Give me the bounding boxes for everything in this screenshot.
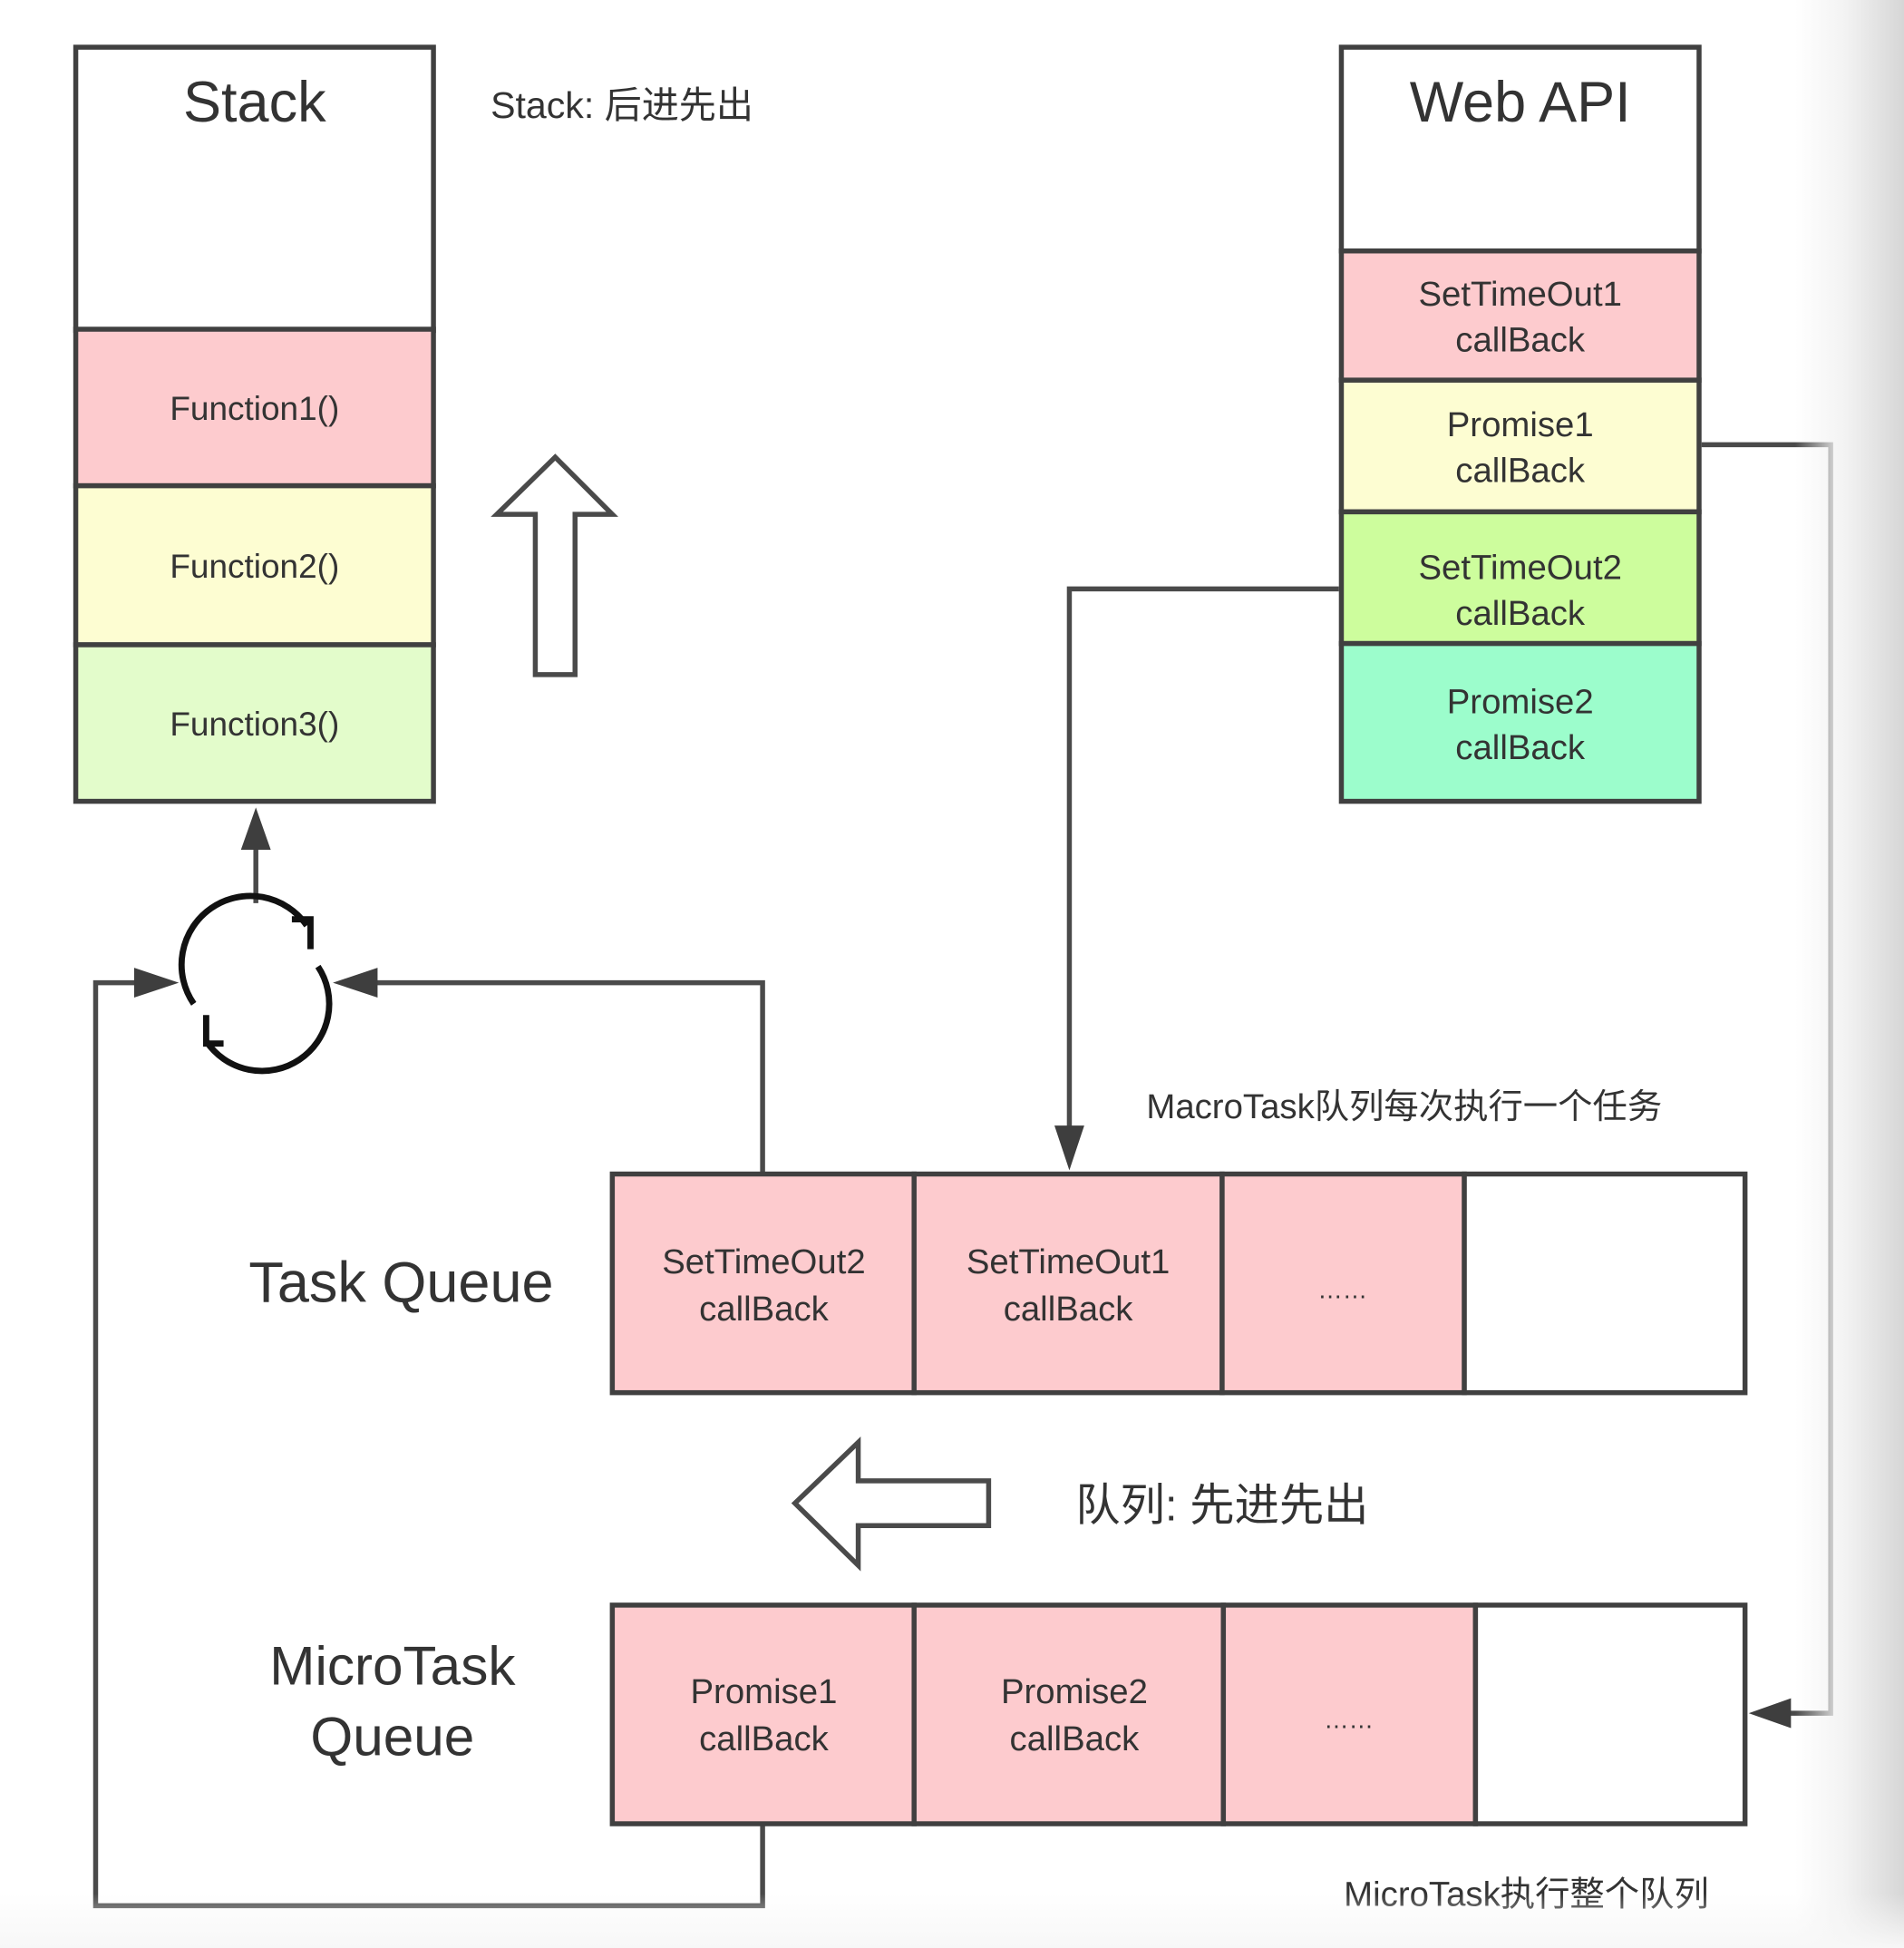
event-loop-refresh-cycle-icon <box>178 892 333 1075</box>
task-queue-entry-arrowhead-icon <box>1054 1125 1084 1171</box>
web-api-item-4 <box>1338 640 1702 804</box>
microtask-queue-cell-2-line1: Promise2 <box>1001 1672 1148 1711</box>
task-queue-cell-3-ellipsis: …… <box>1317 1276 1367 1304</box>
web-api-item-1 <box>1338 248 1702 383</box>
task-queue-cell-2 <box>911 1171 1225 1396</box>
queue-fifo-note: 队列: 先进先出 <box>1075 1481 1368 1531</box>
microtask-queue-entry-arrowhead-icon <box>1748 1698 1792 1729</box>
page-bottom-shadow <box>0 1894 1904 1948</box>
web-api-item-2-line1: Promise1 <box>1447 405 1594 444</box>
microtask-queue-cell-2-line2: callBack <box>1010 1719 1141 1758</box>
microtask-queue-cell-1-line2: callBack <box>699 1719 830 1758</box>
web-api-item-4-line2: callBack <box>1455 728 1586 767</box>
task-queue-cell-1-line2: callBack <box>699 1290 830 1329</box>
web-api-item-4-line1: Promise2 <box>1447 682 1594 721</box>
task-queue-cell-empty <box>1462 1171 1748 1396</box>
microtask-queue-label-line2: Queue <box>310 1706 474 1768</box>
microtask-queue-label-line1: MicroTask <box>269 1635 516 1697</box>
web-api-item-2-line2: callBack <box>1455 452 1586 491</box>
microtask-queue-cell-3 <box>1220 1602 1479 1826</box>
stack-header-box <box>73 44 436 334</box>
page-edge-shadow <box>1795 0 1904 1948</box>
queue-direction-left-arrow-icon <box>791 1437 992 1572</box>
task-queue-cell-2-line1: SetTimeOut1 <box>967 1242 1170 1281</box>
task-queue-cell-1 <box>609 1171 917 1396</box>
microtask-queue-cell-1 <box>609 1602 917 1826</box>
push-direction-up-arrow-icon <box>491 453 618 677</box>
microtask-queue-cell-1-line1: Promise1 <box>690 1672 837 1711</box>
task-queue-cell-1-line1: SetTimeOut2 <box>662 1242 865 1281</box>
web-api-item-3 <box>1338 509 1702 647</box>
web-api-item-1-line2: callBack <box>1455 321 1586 360</box>
web-api-item-3-line2: callBack <box>1455 594 1586 633</box>
web-api-item-1-line1: SetTimeOut1 <box>1418 275 1621 314</box>
microtask-queue-cell-2 <box>911 1602 1227 1826</box>
stack-title: Stack <box>183 71 326 134</box>
microtask-queue-cell-3-ellipsis: …… <box>1324 1706 1374 1734</box>
settimeout-to-task-queue-connector <box>1066 586 1339 1137</box>
task-queue-label: Task Queue <box>248 1252 553 1315</box>
stack-frame-1-label: Function1() <box>170 390 339 427</box>
web-api-container: Web API SetTimeOut1 callBack Promise1 ca… <box>1338 44 1702 804</box>
web-api-item-2 <box>1338 377 1702 515</box>
task-queue: SetTimeOut2 callBack SetTimeOut1 callBac… <box>609 1171 1748 1396</box>
macrotask-note: MacroTask队列每次执行一个任务 <box>1146 1087 1662 1126</box>
stack-frame-2-label: Function2() <box>170 548 339 585</box>
web-api-item-3-line1: SetTimeOut2 <box>1418 548 1621 587</box>
microtask-queue: Promise1 callBack Promise2 callBack …… <box>609 1602 1748 1826</box>
stack-container: Stack Function1() Function2() Function3(… <box>73 44 436 804</box>
stack-frame-3 <box>73 642 436 804</box>
task-queue-cell-2-line2: callBack <box>1004 1290 1134 1329</box>
stack-entry-arrowhead-icon <box>240 807 271 851</box>
loop-entry-right-arrowhead-icon <box>333 968 378 998</box>
loop-entry-left-arrowhead-icon <box>133 968 180 998</box>
stack-frame-3-label: Function3() <box>170 706 339 743</box>
task-queue-to-loop-connector <box>367 979 765 1174</box>
stack-lifo-note: Stack: 后进先出 <box>491 84 753 126</box>
web-api-title: Web API <box>1410 71 1631 134</box>
microtask-queue-cell-empty <box>1472 1602 1748 1826</box>
stack-frame-1 <box>73 326 436 489</box>
